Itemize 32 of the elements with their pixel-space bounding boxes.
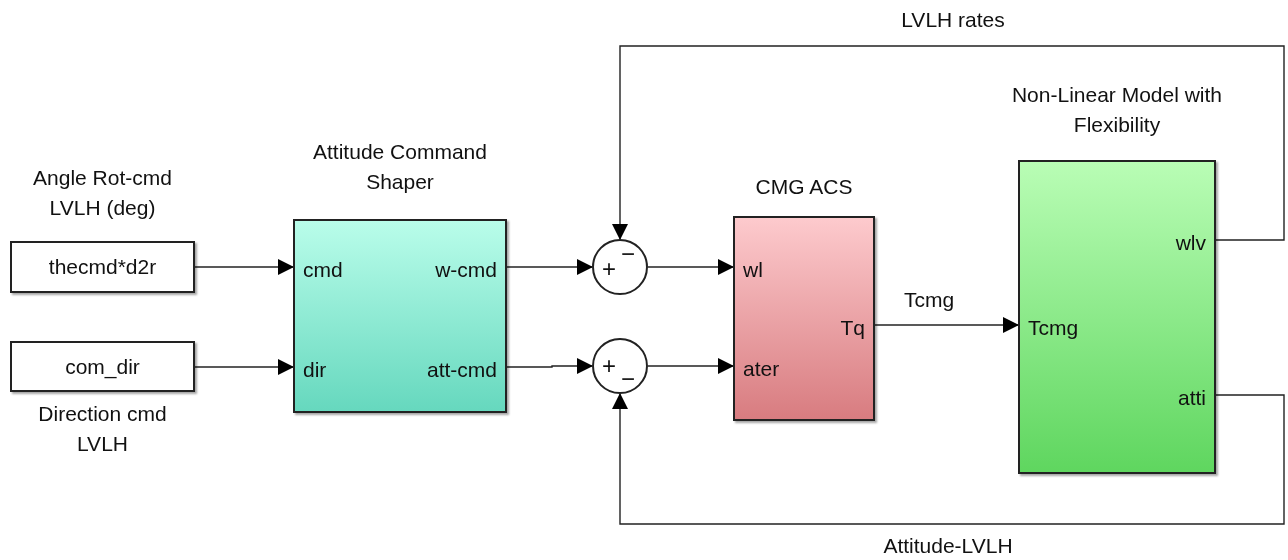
signal-line — [647, 259, 734, 275]
sum-circle — [592, 338, 648, 394]
sign-label: − — [621, 367, 635, 391]
port-label: Tq — [840, 316, 865, 338]
signal-line — [506, 259, 593, 275]
signal-line — [194, 359, 294, 375]
signal-line — [506, 358, 593, 374]
sign-label: + — [602, 354, 616, 378]
block-caption: Direction cmd LVLH — [37, 401, 168, 458]
port-label: w-cmd — [435, 258, 497, 280]
port-label: dir — [303, 358, 327, 380]
block-value: thecmd*d2r — [47, 255, 158, 279]
port-label: cmd — [303, 258, 343, 280]
signal-line — [612, 393, 1285, 525]
port-label: wl — [743, 258, 763, 280]
sum-circle — [592, 239, 648, 295]
port-label: wlv — [1175, 231, 1206, 253]
signal-line — [194, 259, 294, 275]
sign-label: + — [602, 257, 616, 281]
block-value: com_dir — [64, 354, 141, 379]
port-label: Tcmg — [1028, 316, 1079, 338]
signal-line — [612, 45, 1285, 241]
block-title: CMG ACS — [754, 174, 854, 200]
sign-label: − — [621, 242, 635, 266]
port-label: att-cmd — [427, 358, 497, 380]
block-title: Non-Linear Model with Flexibility — [1010, 82, 1224, 139]
signal-line — [874, 317, 1019, 333]
port-label: ater — [743, 357, 780, 379]
port-label: atti — [1178, 386, 1206, 408]
signal-line — [647, 358, 734, 374]
block-title: Attitude Command Shaper — [312, 139, 488, 196]
block-title: Angle Rot-cmd LVLH (deg) — [32, 165, 173, 222]
